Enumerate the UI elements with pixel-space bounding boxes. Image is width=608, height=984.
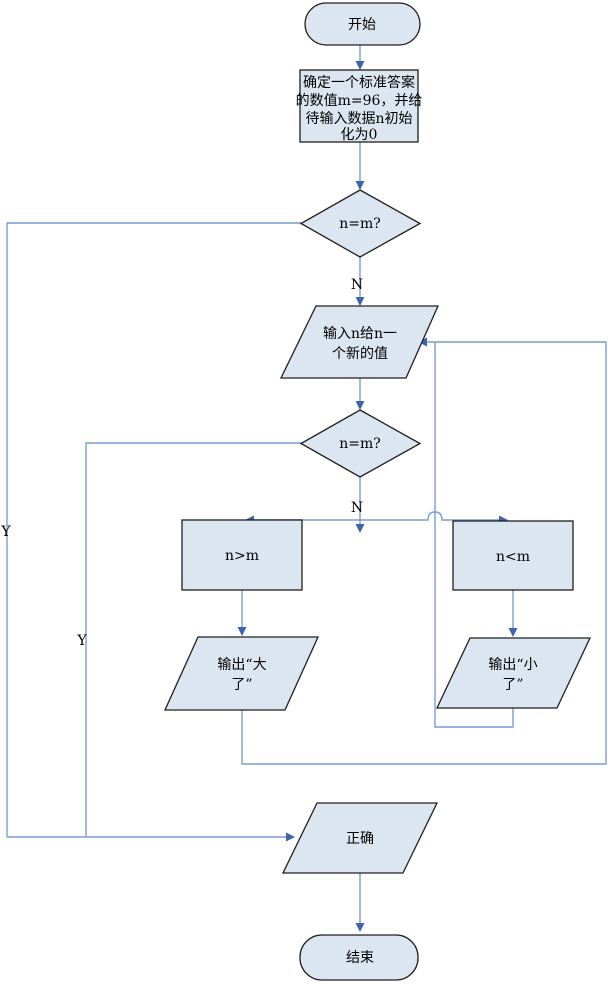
input-line-1: 输入n给n一: [323, 326, 397, 342]
output-small-line-1: 输出“小: [488, 657, 537, 673]
start-label: 开始: [348, 17, 376, 33]
arrowhead-into-decision2: [355, 401, 365, 410]
end-terminator-shape: [299, 934, 419, 981]
output-small-shape: [435, 637, 592, 709]
decision-2-shape: [299, 409, 422, 478]
greater-shape: [181, 519, 303, 591]
input-parallelogram: 输入n给n一 个新的值: [279, 305, 440, 379]
decision-2-label: n=m?: [339, 436, 381, 452]
branch-label-y-2: Y: [76, 633, 87, 649]
arrowhead-into-input: [355, 297, 365, 306]
flow-line-output-large-loopback: [241, 341, 607, 765]
correct-parallelogram: 正确: [281, 802, 439, 874]
start-terminator: 开始: [304, 2, 421, 46]
output-large-line-2: 了”: [231, 677, 252, 693]
flow-line-split-horizontal-with-hop: [254, 511, 499, 521]
branch-labels: N N Y Y: [0, 277, 363, 649]
decision-1-diamond: n=m?: [299, 189, 422, 258]
input-line-2: 个新的值: [332, 346, 388, 362]
flow-line-decision1-y: [6, 222, 301, 837]
output-small-parallelogram: 输出“小 了”: [435, 637, 592, 709]
output-large-parallelogram: 输出“大 了”: [163, 636, 320, 711]
decision-1-label: n=m?: [339, 216, 381, 232]
arrowhead-decision2-n: [355, 524, 365, 533]
decision-2-diamond: n=m?: [299, 409, 422, 478]
init-line-4: 化为0: [341, 127, 378, 143]
init-line-3: 待输入数据n初始: [305, 110, 412, 127]
init-process-box: 确定一个标准答案 的数值m=96，并给 待输入数据n初始 化为0: [296, 69, 423, 143]
arrowhead-into-correct: [286, 832, 295, 842]
arrowhead-into-init: [355, 61, 365, 70]
correct-label: 正确: [346, 831, 374, 847]
init-line-2: 的数值m=96，并给: [296, 93, 423, 109]
end-label: 结束: [346, 950, 374, 966]
init-process-shape: [299, 69, 419, 143]
init-line-1: 确定一个标准答案: [303, 74, 415, 91]
output-small-line-2: 了”: [502, 677, 523, 693]
less-box: n<m: [452, 520, 574, 591]
arrowhead-into-output-large: [237, 627, 247, 636]
flow-lines: [6, 45, 607, 923]
arrowhead-into-decision1: [355, 181, 365, 190]
arrowhead-into-output-small: [508, 628, 518, 637]
branch-label-n-2: N: [351, 500, 363, 516]
greater-box: n>m: [181, 519, 303, 591]
output-large-shape: [163, 636, 320, 711]
arrowheads: [237, 61, 518, 932]
decision-1-shape: [299, 189, 422, 258]
flow-line-output-small-loopback: [434, 342, 514, 728]
less-shape: [452, 520, 574, 591]
end-terminator: 结束: [299, 934, 419, 981]
output-large-line-1: 输出“大: [217, 657, 266, 673]
start-terminator-shape: [304, 2, 421, 46]
branch-label-n-1: N: [351, 277, 363, 293]
arrowhead-into-end: [355, 923, 365, 932]
flow-line-decision2-y: [85, 442, 301, 837]
greater-label: n>m: [225, 548, 259, 564]
input-shape: [279, 305, 440, 379]
branch-label-y-1: Y: [0, 524, 11, 540]
less-label: n<m: [496, 549, 530, 565]
correct-shape: [281, 802, 439, 874]
